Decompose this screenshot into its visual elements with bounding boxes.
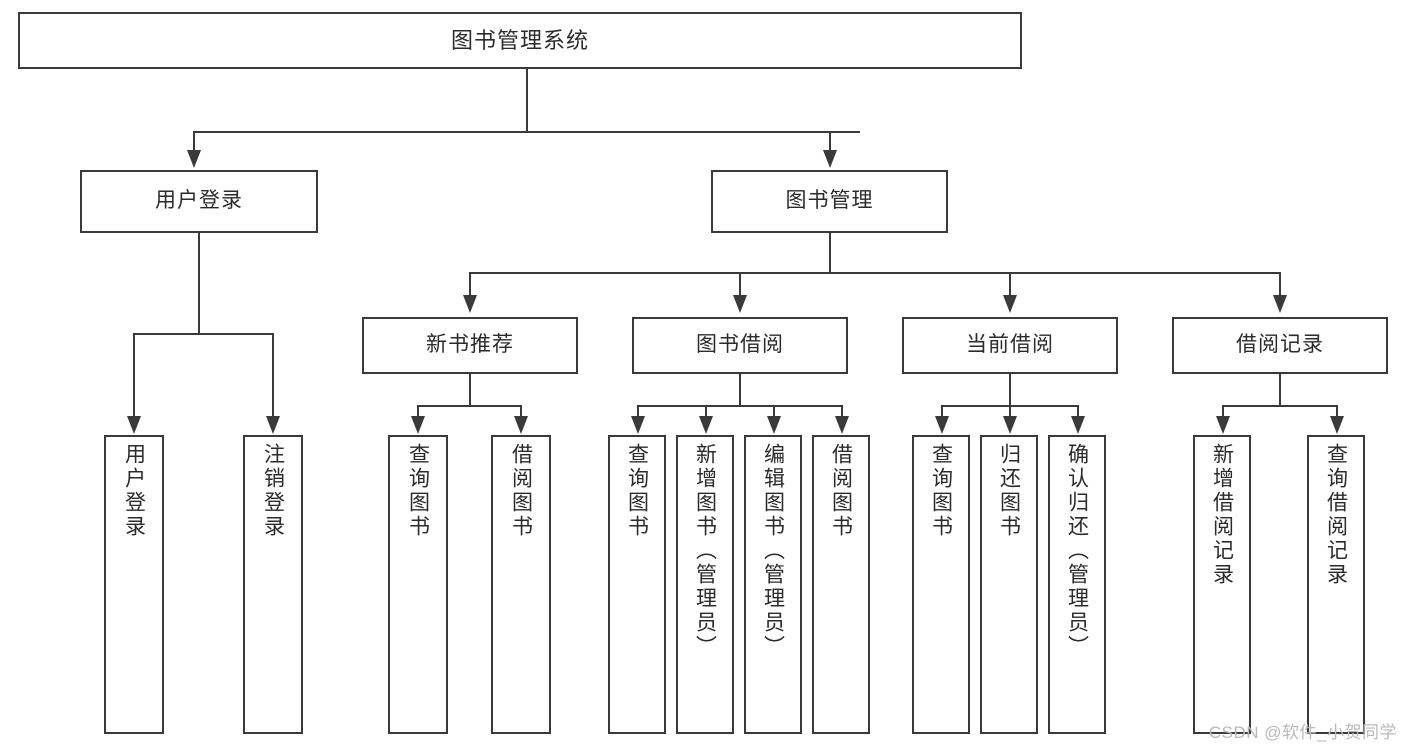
arrow-down-icon xyxy=(733,295,747,313)
connector-current-borrow-leaf3 xyxy=(1077,405,1079,419)
leaf-query-book-current[interactable]: 查询图书 xyxy=(912,435,970,734)
leaf-borrow-book[interactable]: 借阅图书 xyxy=(812,435,870,734)
arrow-down-icon xyxy=(835,416,849,434)
leaf-user-login[interactable]: 用户登录 xyxy=(104,435,164,734)
node-label: 归还图书 xyxy=(997,443,1021,539)
node-label: 查询借阅记录 xyxy=(1324,443,1348,587)
arrow-down-icon xyxy=(463,295,477,313)
node-label: 查询图书 xyxy=(625,443,649,539)
leaf-query-book-recommend[interactable]: 查询图书 xyxy=(388,435,448,734)
arrow-down-icon xyxy=(266,416,280,434)
arrow-down-icon xyxy=(1330,416,1344,434)
connector-new-book-stem xyxy=(469,374,471,405)
connector-book-borrow-leaf3 xyxy=(773,405,775,419)
leaf-confirm-return-admin[interactable]: 确认归还（管理员） xyxy=(1048,435,1106,734)
arrow-down-icon xyxy=(1003,295,1017,313)
connector-book-borrow-leaf2 xyxy=(705,405,707,419)
leaf-edit-book-admin[interactable]: 编辑图书（管理员） xyxy=(744,435,802,734)
connector-root-to-book-manage xyxy=(829,131,831,153)
node-label: 当前借阅 xyxy=(966,333,1054,357)
node-label: 查询图书 xyxy=(406,443,430,539)
node-label: 新书推荐 xyxy=(426,333,514,357)
arrow-down-icon xyxy=(1216,416,1230,434)
arrow-down-icon xyxy=(935,416,949,434)
node-label: 确认归还（管理员） xyxy=(1065,443,1089,659)
node-borrow-record[interactable]: 借阅记录 xyxy=(1172,317,1388,374)
node-new-book-recommend[interactable]: 新书推荐 xyxy=(362,317,578,374)
arrow-down-icon xyxy=(1071,416,1085,434)
node-label: 用户登录 xyxy=(155,189,243,213)
connector-root-to-user-login xyxy=(193,131,195,153)
connector-to-new-book xyxy=(469,272,471,298)
node-label: 编辑图书（管理员） xyxy=(761,443,785,659)
connector-user-login-bar xyxy=(133,333,274,335)
node-book-borrow[interactable]: 图书借阅 xyxy=(632,317,848,374)
connector-book-borrow-stem xyxy=(739,374,741,405)
node-label: 图书借阅 xyxy=(696,333,784,357)
connector-root-bar xyxy=(193,131,860,133)
connector-book-manage-stem xyxy=(829,233,831,272)
leaf-logout[interactable]: 注销登录 xyxy=(243,435,303,734)
connector-to-current-borrow xyxy=(1009,272,1011,298)
connector-book-borrow-bar xyxy=(637,405,843,407)
leaf-borrow-book-recommend[interactable]: 借阅图书 xyxy=(491,435,551,734)
arrow-down-icon xyxy=(767,416,781,434)
connector-root-stem xyxy=(526,69,528,131)
connector-current-borrow-leaf2 xyxy=(1009,405,1011,419)
node-current-borrow[interactable]: 当前借阅 xyxy=(902,317,1118,374)
node-label: 图书管理系统 xyxy=(450,27,589,53)
arrow-down-icon xyxy=(514,416,528,434)
connector-current-borrow-stem xyxy=(1009,374,1011,405)
node-label: 借阅图书 xyxy=(829,443,853,539)
arrow-down-icon xyxy=(823,150,837,168)
node-label: 注销登录 xyxy=(261,443,285,539)
arrow-down-icon xyxy=(187,150,201,168)
leaf-add-borrow-record[interactable]: 新增借阅记录 xyxy=(1193,435,1251,734)
node-root-system[interactable]: 图书管理系统 xyxy=(18,12,1022,69)
leaf-query-borrow-record[interactable]: 查询借阅记录 xyxy=(1307,435,1365,734)
leaf-return-book[interactable]: 归还图书 xyxy=(980,435,1038,734)
connector-book-borrow-leaf1 xyxy=(637,405,639,419)
arrow-down-icon xyxy=(631,416,645,434)
connector-borrow-record-leaf1 xyxy=(1222,405,1224,419)
node-label: 图书管理 xyxy=(785,189,874,213)
arrow-down-icon xyxy=(1003,416,1017,434)
connector-new-book-leaf1 xyxy=(417,405,419,419)
node-label: 查询图书 xyxy=(929,443,953,539)
node-label: 新增借阅记录 xyxy=(1210,443,1234,587)
watermark-text: CSDN @软件_小贺同学 xyxy=(1208,723,1397,742)
node-user-login[interactable]: 用户登录 xyxy=(80,170,318,233)
connector-borrow-record-bar xyxy=(1222,405,1338,407)
node-label: 借阅图书 xyxy=(509,443,533,539)
arrow-down-icon xyxy=(1273,295,1287,313)
connector-user-login-leaf2 xyxy=(272,333,274,419)
node-label: 借阅记录 xyxy=(1236,333,1324,357)
node-label: 新增图书（管理员） xyxy=(693,443,717,659)
connector-to-borrow-record xyxy=(1279,272,1281,298)
arrow-down-icon xyxy=(699,416,713,434)
leaf-query-book-borrow[interactable]: 查询图书 xyxy=(608,435,666,734)
node-label: 用户登录 xyxy=(122,443,146,539)
connector-book-borrow-leaf4 xyxy=(841,405,843,419)
connector-new-book-bar xyxy=(417,405,522,407)
connector-borrow-record-stem xyxy=(1279,374,1281,405)
connector-borrow-record-leaf2 xyxy=(1336,405,1338,419)
connector-current-borrow-leaf1 xyxy=(941,405,943,419)
connector-new-book-leaf2 xyxy=(520,405,522,419)
connector-to-book-borrow xyxy=(739,272,741,298)
connector-user-login-stem xyxy=(198,233,200,333)
arrow-down-icon xyxy=(411,416,425,434)
node-book-management[interactable]: 图书管理 xyxy=(711,170,948,233)
connector-book-manage-bar xyxy=(469,272,1280,274)
leaf-add-book-admin[interactable]: 新增图书（管理员） xyxy=(676,435,734,734)
connector-user-login-leaf1 xyxy=(133,333,135,419)
arrow-down-icon xyxy=(127,416,141,434)
